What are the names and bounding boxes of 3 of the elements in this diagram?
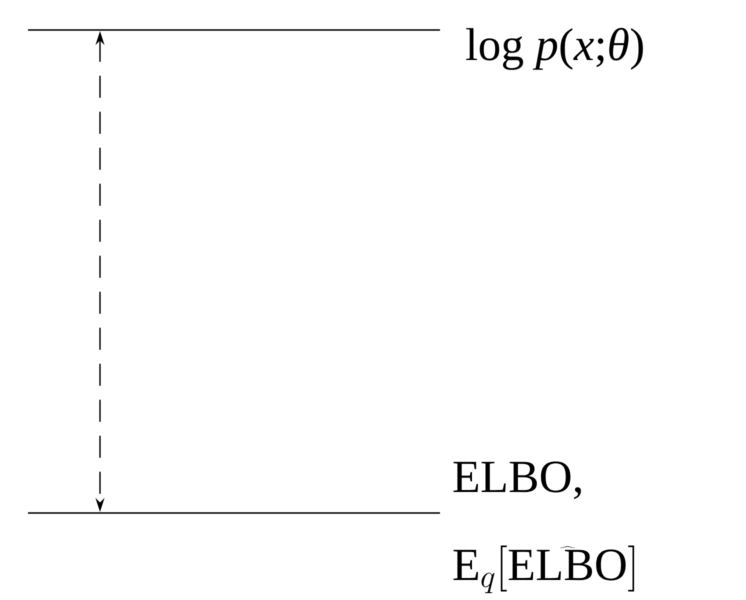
level-label: log p(x;θ): [466, 28, 643, 70]
level-label: $\mathrm{E}_q[\widehat{\mathrm{ELBO}}]$: [454, 546, 634, 594]
level-label: ELBO,: [454, 462, 581, 500]
